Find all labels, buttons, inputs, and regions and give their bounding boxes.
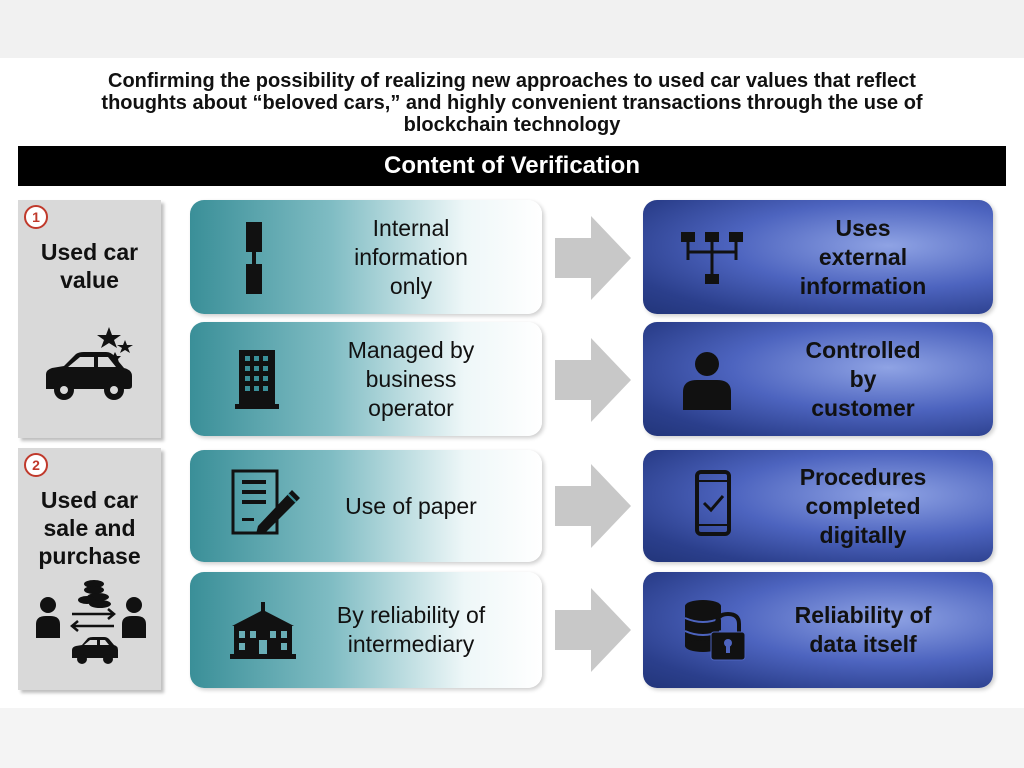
new-approach-text: Uses external information [733, 200, 993, 314]
headline-line-1: Confirming the possibility of realizing … [108, 70, 916, 92]
section-label-line: sale and [43, 515, 136, 541]
headline: Confirming the possibility of realizing … [10, 70, 1014, 136]
database-lock-icon [684, 600, 746, 661]
arrow-right-icon [555, 588, 631, 672]
headline-line-3: blockchain technology [403, 114, 621, 136]
current-state-text: Managed by business operator [290, 322, 532, 436]
text-line: operator [368, 394, 454, 421]
current-state-text: Internal information only [290, 200, 532, 314]
new-approach-box-procedures-completed-digitally: Procedures completed digitally [643, 450, 993, 562]
text-line: by [849, 365, 877, 392]
text-line: Procedures [799, 463, 927, 490]
bottom-band [0, 708, 1024, 768]
smartphone-check-icon [695, 470, 731, 536]
text-line: only [389, 272, 433, 299]
new-approach-box-external-information: Uses external information [643, 200, 993, 314]
headline-line-2: thoughts about “beloved cars,” and highl… [101, 92, 923, 114]
new-approach-text: Reliability of data itself [733, 572, 993, 688]
section-label: Used car value [18, 238, 161, 294]
text-line: Reliability of [794, 602, 932, 628]
text-line: customer [811, 394, 915, 421]
current-state-box-reliability-of-intermediary: By reliability of intermediary [190, 572, 542, 688]
section-number-badge: 2 [24, 453, 48, 477]
text-line: data itself [809, 631, 917, 657]
office-building-icon [235, 350, 279, 409]
current-state-box-managed-by-business-operator: Managed by business operator [190, 322, 542, 436]
text-line: intermediary [347, 631, 475, 657]
text-line: information [799, 272, 927, 299]
current-state-text: Use of paper [290, 450, 532, 562]
arrow-right-icon [555, 464, 631, 548]
section-used-car-sale-and-purchase: 2 Used car sale and purchase [18, 448, 161, 690]
new-approach-box-reliability-of-data-itself: Reliability of data itself [643, 572, 993, 688]
new-approach-text: Controlled by customer [733, 322, 993, 436]
current-state-text: By reliability of intermediary [290, 572, 532, 688]
document-pen-icon [231, 469, 300, 535]
section-label-line: purchase [38, 543, 141, 569]
new-approach-text: Procedures completed digitally [733, 450, 993, 562]
text-line: external [818, 243, 908, 270]
section-used-car-value: 1 Used car value [18, 200, 161, 438]
top-band [0, 0, 1024, 58]
bank-building-icon [230, 602, 296, 659]
person-icon [683, 352, 731, 410]
text-line: Controlled [805, 336, 921, 363]
text-line: By reliability of [336, 602, 486, 628]
section-label-line: Used car [40, 487, 139, 513]
people-exchange-coins-car-icon [36, 580, 146, 664]
text-line: business [365, 365, 457, 392]
car-with-stars-icon [46, 327, 133, 400]
section-label-line: value [60, 267, 119, 293]
text-line: digitally [819, 521, 907, 548]
text-line: Managed by [347, 336, 475, 363]
text-line: Internal [372, 214, 450, 241]
new-approach-box-controlled-by-customer: Controlled by customer [643, 322, 993, 436]
current-state-box-use-of-paper: Use of paper [190, 450, 542, 562]
text-line: completed [805, 492, 921, 519]
banner-title: Content of Verification [383, 152, 640, 179]
text-line: Uses [835, 214, 891, 241]
section-number-badge: 1 [24, 205, 48, 229]
text-line: information [354, 243, 468, 270]
arrow-right-icon [555, 216, 631, 300]
section-label: Used car sale and purchase [18, 486, 161, 570]
text-line: Use of paper [345, 492, 477, 519]
section-banner: Content of Verification [18, 146, 1006, 186]
arrow-right-icon [555, 338, 631, 422]
network-hierarchy-icon [681, 232, 743, 284]
chain-link-icon [246, 222, 262, 294]
current-state-box-internal-information: Internal information only [190, 200, 542, 314]
section-label-line: Used car [40, 239, 139, 265]
